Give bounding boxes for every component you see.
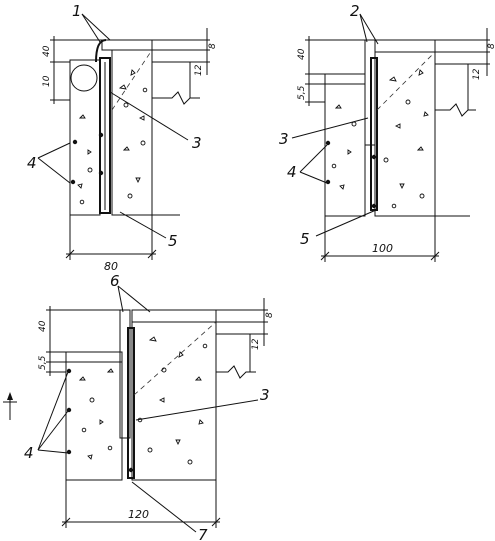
section-b-surface-layer — [374, 39, 436, 53]
section-a-dim-top: 8 — [208, 43, 218, 49]
section-a-rebar-dot — [72, 139, 78, 145]
section-c-rebar-dot — [66, 449, 72, 455]
section-c-surface-layer — [131, 309, 217, 323]
section-a-sealing-rod — [70, 64, 98, 92]
section-b-callout-2: 2 — [350, 2, 360, 20]
section-b-dim-left-upper: 40 — [297, 48, 307, 60]
section-a-callout-4: 4 — [27, 154, 37, 172]
section-c-dim-mid: 12 — [251, 338, 261, 350]
section-b-rebar-dot — [325, 140, 331, 146]
section-c-callout-4: 4 — [24, 444, 34, 462]
section-c-dim-width: 120 — [128, 508, 149, 521]
section-b-left-surface — [324, 73, 366, 85]
section-c-callout-3: 3 — [260, 386, 270, 404]
section-b-right-block — [374, 51, 436, 217]
section-b-rebar-dot — [325, 179, 331, 185]
section-a-rebar-dot — [70, 179, 76, 185]
section-b: 2 3 4 5 8 12 40 5,5 100 — [279, 2, 495, 262]
section-c-dim-top: 8 — [265, 312, 275, 318]
section-a-dim-mid: 12 — [194, 64, 204, 76]
section-b-dim-mid: 12 — [472, 68, 482, 80]
section-b-rebar-dot — [371, 154, 377, 160]
section-b-left-block — [324, 83, 366, 217]
section-a-rebar-dot — [98, 132, 104, 138]
section-c-left-block — [65, 361, 123, 481]
section-a: 1 3 4 5 8 12 40 10 80 — [27, 2, 218, 273]
section-a-callout-3: 3 — [192, 134, 202, 152]
section-c-dim-left-lower: 5,5 — [38, 355, 48, 370]
section-a-callout-5: 5 — [168, 232, 178, 250]
section-a-dim-width: 80 — [104, 260, 118, 273]
section-b-dim-left-lower: 5,5 — [297, 85, 307, 100]
section-c-dim-left-upper: 40 — [38, 320, 48, 332]
section-b-gasket — [370, 57, 378, 211]
section-c-gasket — [127, 327, 135, 479]
section-c-callout-6: 6 — [110, 272, 120, 290]
section-b-dim-width: 100 — [372, 242, 393, 255]
section-c-rebar-dot — [128, 467, 134, 473]
section-c: 6 4 3 7 8 12 40 5,5 120 — [3, 272, 275, 541]
section-a-callout-1: 1 — [72, 2, 82, 20]
section-c-left-surface — [65, 351, 123, 363]
section-b-dim-top: 8 — [487, 43, 495, 49]
section-c-callout-7: 7 — [198, 526, 208, 541]
section-c-insert — [119, 309, 131, 439]
section-a-dim-left-lower: 10 — [42, 75, 52, 87]
section-a-dim-left-upper: 40 — [42, 45, 52, 57]
section-b-rebar-dot — [371, 203, 377, 209]
section-a-cap — [95, 39, 107, 63]
section-b-callout-4: 4 — [287, 163, 297, 181]
section-a-surface-layer — [101, 39, 153, 51]
section-a-rebar-dot — [98, 170, 104, 176]
section-b-callout-5: 5 — [300, 230, 310, 248]
section-b-callout-3: 3 — [279, 130, 289, 148]
